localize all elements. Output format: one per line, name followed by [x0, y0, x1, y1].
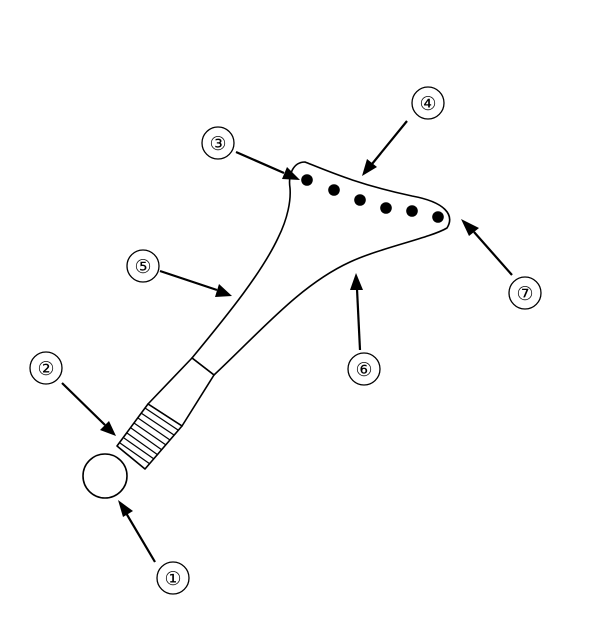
callout-6: ⑥	[347, 273, 381, 386]
callout-label-7: ⑦	[516, 283, 533, 305]
callout-label-2: ②	[37, 358, 54, 380]
taper-threads	[119, 407, 179, 465]
leader-arrow-6	[355, 288, 362, 351]
callout-label-5: ⑤	[134, 256, 151, 278]
plate-hole	[432, 211, 444, 223]
plate-hole	[301, 174, 313, 186]
arrow-head-icon	[350, 273, 363, 290]
plate-hole	[328, 184, 340, 196]
plate-hole	[354, 194, 366, 206]
leader-arrow-7	[473, 231, 513, 276]
arrow-head-icon	[118, 500, 133, 517]
plate-holes	[301, 174, 444, 223]
arrow-head-icon	[215, 284, 232, 297]
plate-hole	[380, 202, 392, 214]
arrow-head-icon	[282, 167, 300, 180]
callout-label-6: ⑥	[355, 359, 372, 381]
ball-head	[82, 453, 128, 499]
callout-5: ⑤	[126, 249, 232, 297]
arrow-head-icon	[461, 219, 479, 236]
arrow-head-icon	[362, 159, 377, 176]
callout-label-3: ③	[209, 133, 226, 155]
component-body	[191, 161, 451, 376]
callout-3: ③	[201, 126, 300, 180]
leader-arrow-5	[159, 269, 218, 292]
callout-2: ②	[29, 351, 116, 436]
leader-arrow-2	[61, 382, 106, 426]
arrow-head-icon	[100, 421, 116, 436]
leader-arrow-3	[235, 150, 285, 175]
callout-label-1: ①	[164, 568, 181, 590]
plate-hole	[406, 205, 418, 217]
callout-4: ④	[362, 86, 445, 176]
leader-arrow-4	[371, 120, 408, 165]
callout-7: ⑦	[461, 219, 542, 310]
callout-1: ①	[118, 500, 190, 595]
callout-label-4: ④	[419, 93, 436, 115]
leader-arrow-1	[125, 512, 156, 563]
